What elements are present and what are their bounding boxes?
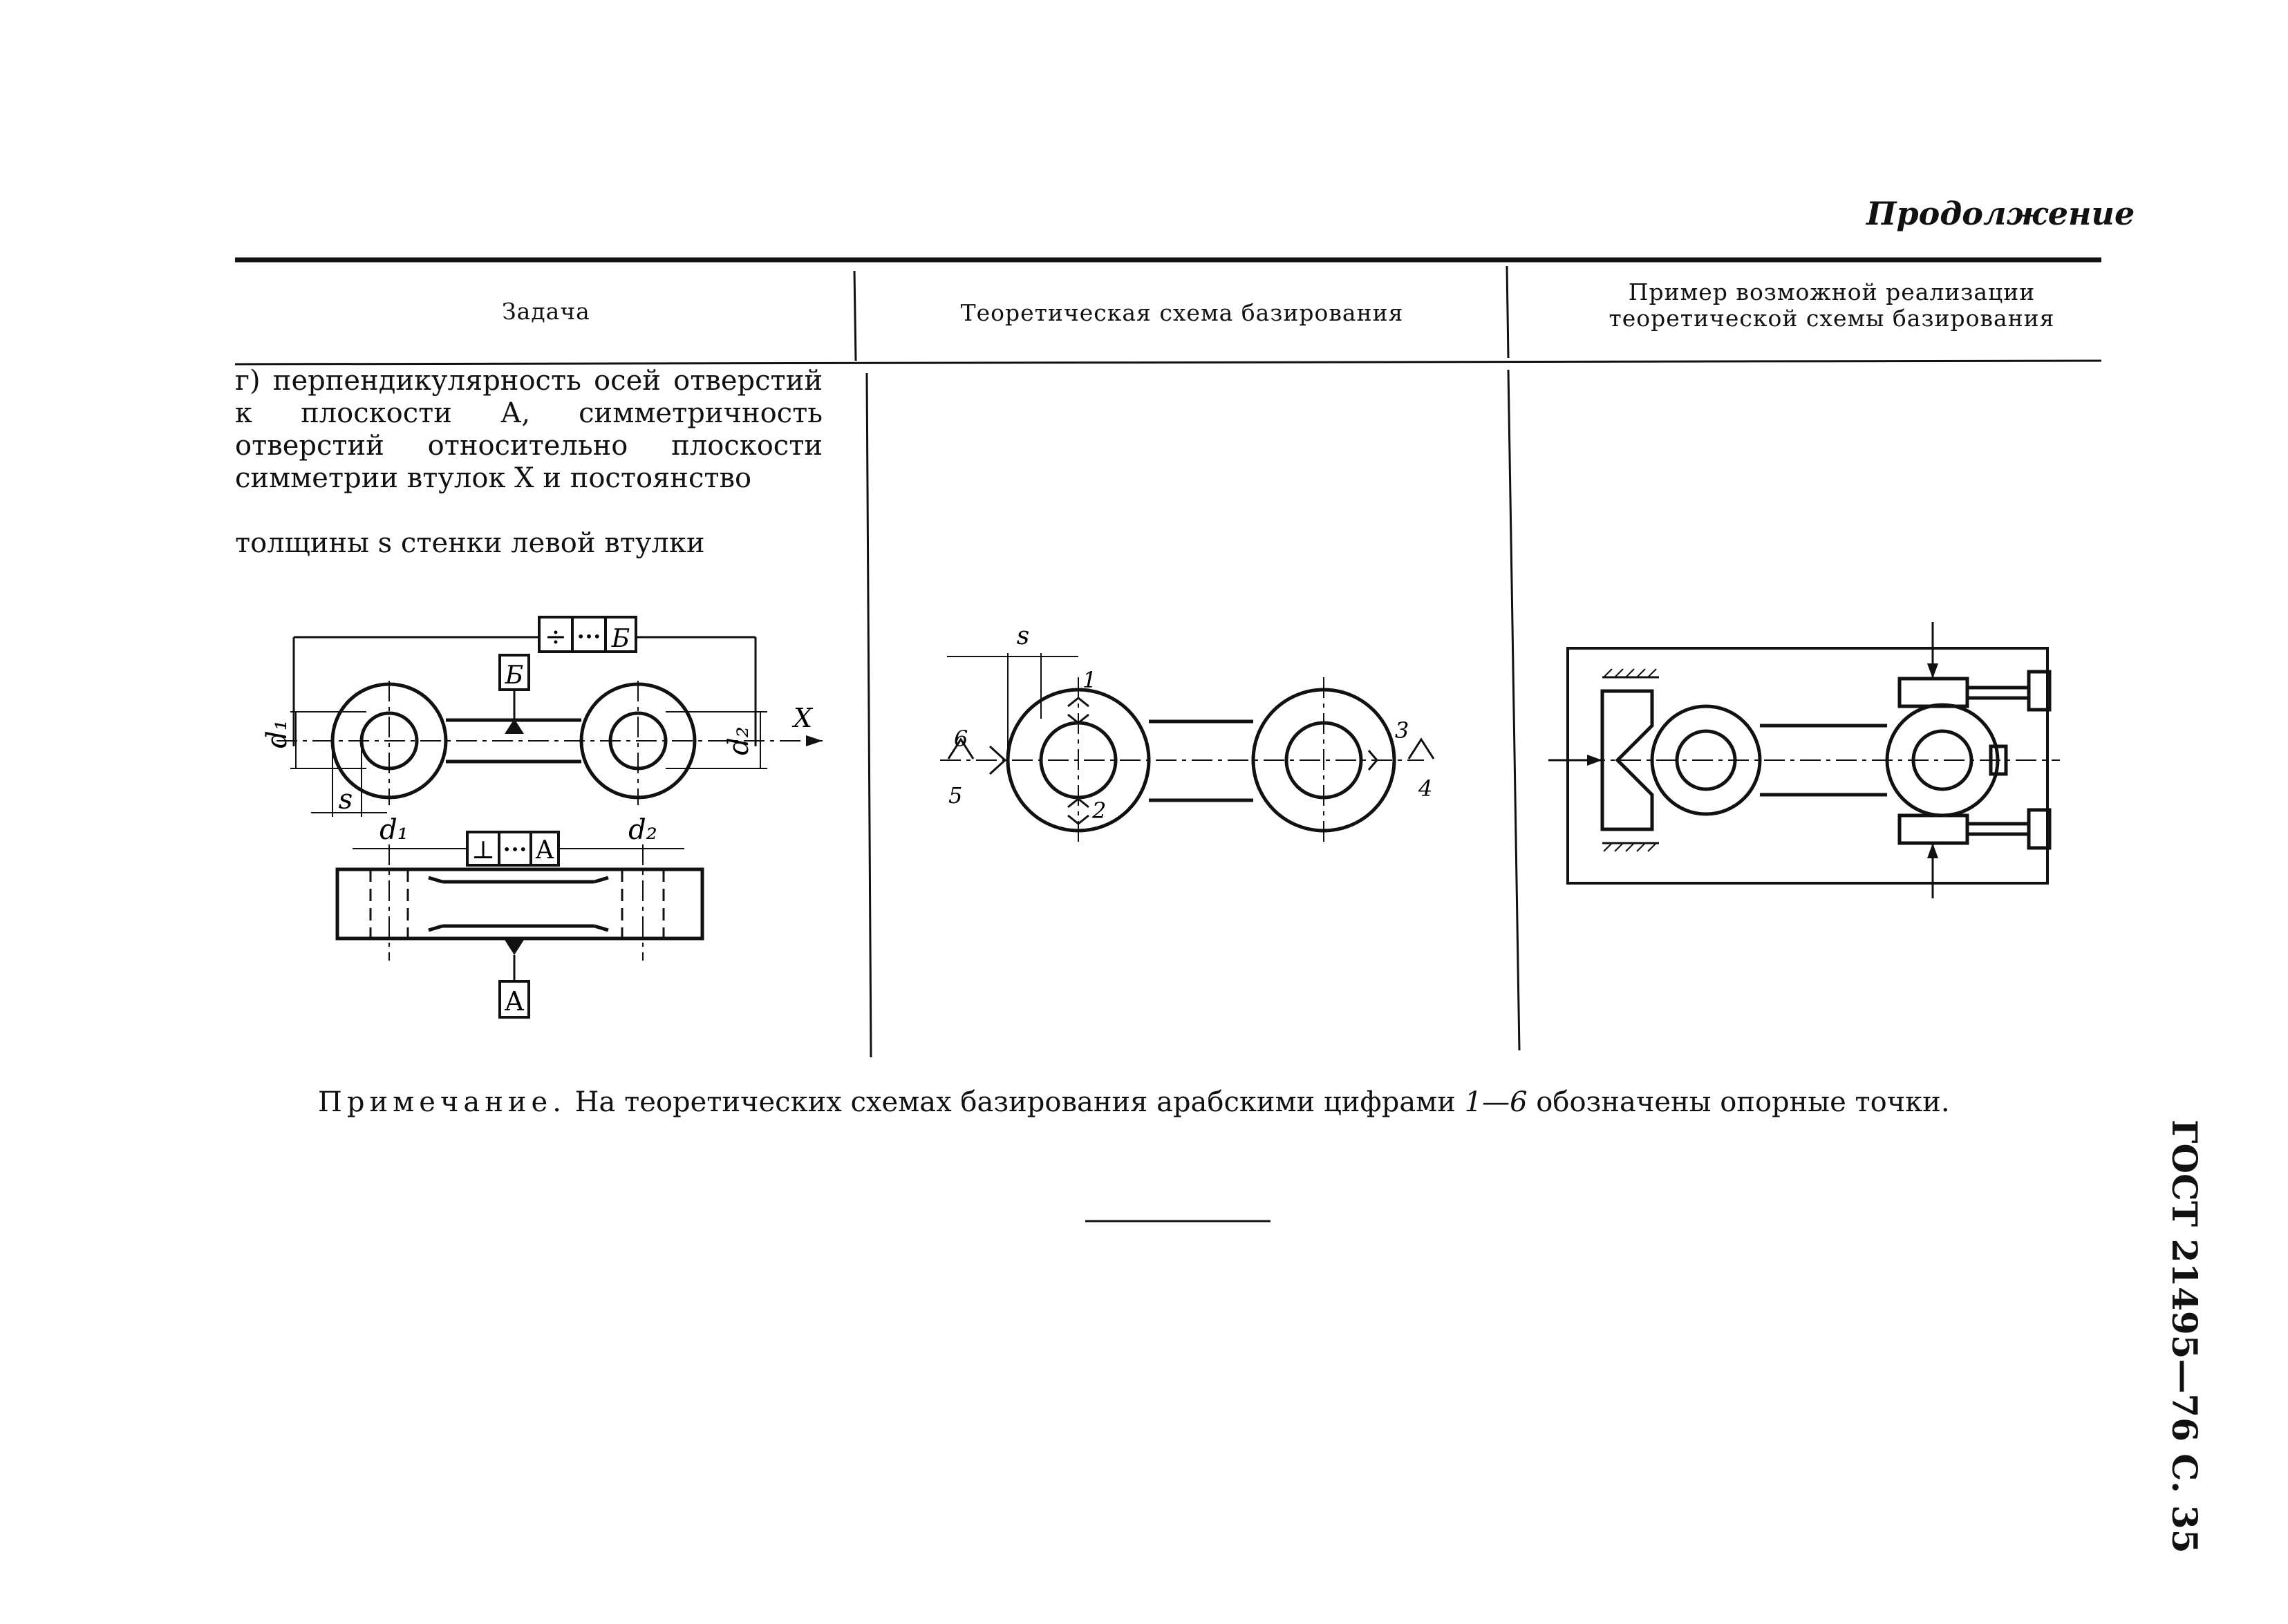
col-divider-2-head — [1506, 265, 1510, 359]
note-points: 1—6 — [1464, 1086, 1528, 1118]
center-pin — [1989, 744, 2008, 776]
tol-symmetry-datum: Б — [611, 625, 630, 653]
top-cylinder — [2027, 670, 2052, 712]
table-header-rule — [234, 359, 2102, 366]
d2-section-label: d₂ — [628, 814, 657, 846]
s-label: s — [339, 784, 353, 815]
bottom-clamp — [1897, 813, 1969, 845]
datum-box-a — [498, 980, 530, 1019]
left-force-arrow — [1587, 755, 1602, 766]
point-5-label: 5 — [948, 782, 962, 809]
tol-frame-perpendicular — [466, 831, 560, 867]
task-text: г) перпендикулярность осей отверстий к п… — [235, 365, 823, 494]
scheme-s-label: s — [1017, 622, 1029, 650]
header-example-line1: Пример возможной реализации — [1628, 278, 2036, 305]
continued-label: Продолжение — [1866, 195, 2135, 232]
top-force-arrow — [1927, 663, 1938, 679]
point-4-label: 4 — [1418, 775, 1432, 802]
tol-perp-datum: А — [535, 836, 554, 865]
tol-perp-symbol: ⊥ — [471, 836, 495, 865]
axis-arrow — [806, 735, 823, 746]
section-outline — [335, 867, 704, 941]
note: Примечание. На теоретических схемах бази… — [318, 1086, 1950, 1118]
point-2-label: 2 — [1091, 797, 1106, 824]
d1-label: d₁ — [261, 719, 293, 748]
header-example-line2: теоретической схемы базирования — [1609, 305, 2055, 332]
point-3-label: 3 — [1395, 717, 1409, 744]
d1-section-label: d₁ — [379, 814, 409, 846]
datum-b-label: Б — [505, 661, 523, 690]
bottom-force-arrow — [1927, 843, 1938, 858]
task-text-last: толщины s стенки левой втулки — [235, 527, 705, 559]
col-divider-1-head — [853, 270, 857, 361]
tol-dots-1: ••• — [576, 628, 601, 645]
note-text-before: На теоретических схемах базирования араб… — [574, 1086, 1456, 1118]
side-label-wrap: ГОСТ 21495—76 С. 35 — [2164, 1120, 2219, 1554]
tol-symmetry-symbol: ÷ — [545, 621, 567, 652]
side-label: ГОСТ 21495—76 С. 35 — [2164, 1120, 2205, 1554]
top-clamp — [1897, 677, 1969, 708]
col-divider-1-body — [865, 372, 872, 1058]
fixture-left-outer — [1650, 704, 1762, 816]
datum-a-label: А — [505, 986, 525, 1017]
d2-label-plan: d₂ — [723, 726, 755, 755]
fixture-frame — [1566, 647, 2049, 885]
tol-dots-2: ••• — [503, 841, 527, 858]
col-divider-2-body — [1507, 369, 1521, 1051]
header-scheme: Теоретическая схема базирования — [960, 299, 1404, 326]
datum-triangle-a — [505, 940, 524, 955]
datum-triangle-b — [505, 719, 524, 734]
tol-frame-symmetry — [538, 616, 637, 653]
header-example: Пример возможной реализации теоретическо… — [1521, 279, 2143, 332]
note-text-after: обозначены опорные точки. — [1536, 1086, 1950, 1118]
point-1-label: 1 — [1082, 667, 1096, 693]
note-label: Примечание. — [318, 1086, 566, 1118]
point-6-label: 6 — [954, 726, 968, 752]
x-label: X — [791, 703, 814, 733]
v-block — [1600, 689, 1654, 831]
bottom-cylinder — [2027, 808, 2052, 850]
header-task: Задача — [502, 298, 590, 325]
